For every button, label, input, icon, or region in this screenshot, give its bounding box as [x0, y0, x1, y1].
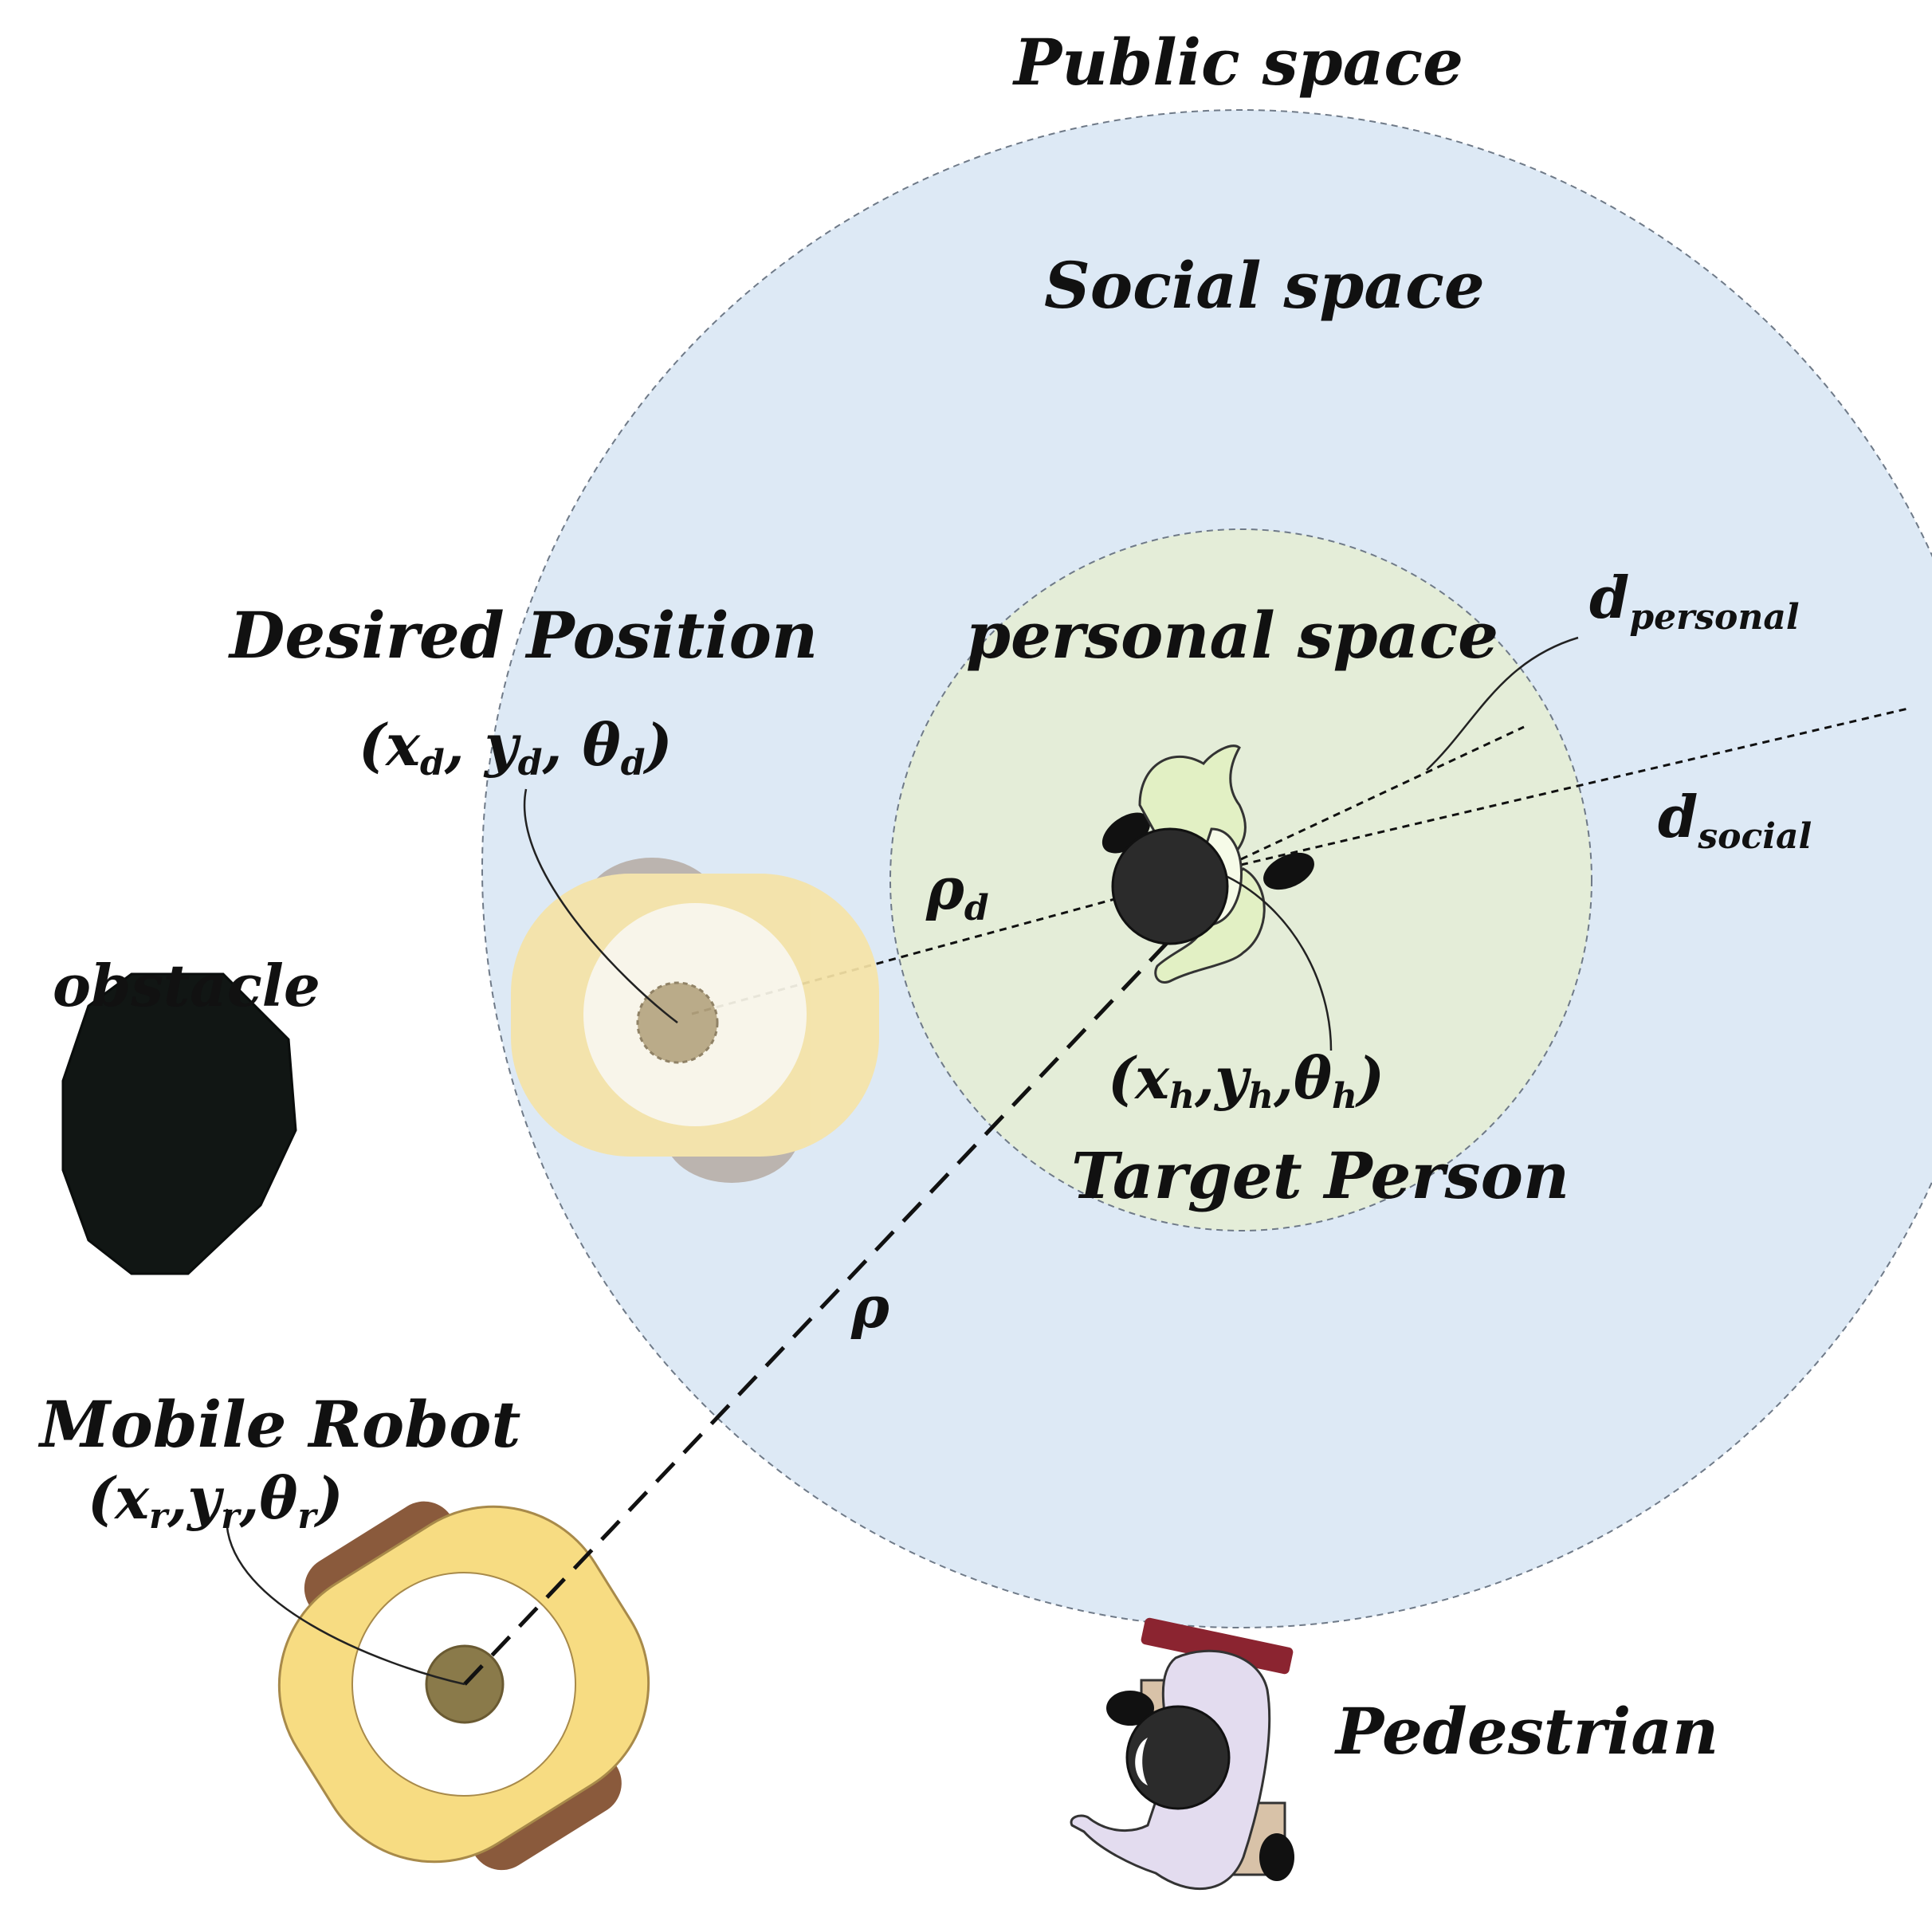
- obstacle-label: obstacle: [53, 952, 320, 1019]
- pedestrian-label: Pedestrian: [1334, 1694, 1718, 1769]
- pedestrian-shoe-left: [1106, 1691, 1154, 1726]
- d-personal-base: d: [1589, 564, 1629, 631]
- target-pose-y: y: [1213, 1044, 1251, 1112]
- pedestrian-board: [1141, 1617, 1294, 1675]
- rho-label: ρ: [850, 1273, 890, 1341]
- d-personal-line: [1240, 725, 1525, 861]
- rho-d-label: ρd: [925, 854, 989, 929]
- mobile-robot-pose: (xr,yr,θr): [88, 1464, 344, 1537]
- robot-pose-ys: r: [221, 1496, 242, 1537]
- target-pose-ts: h: [1332, 1076, 1357, 1117]
- desired-position-robot: [511, 858, 879, 1183]
- desired-pose-leader: [523, 788, 678, 1023]
- robot-pose-leader: [226, 1508, 465, 1686]
- obstacle-shape: [61, 972, 297, 1275]
- target-pose-xs: h: [1169, 1076, 1195, 1117]
- target-pose-sep2: ,: [1273, 1044, 1294, 1112]
- robot-pose-sep1: ,: [167, 1464, 187, 1532]
- d-social-label: dsocial: [1658, 783, 1812, 857]
- pedestrian-shoe-right: [1259, 1833, 1294, 1881]
- target-person-pose: (xh,yh,θh): [1108, 1044, 1384, 1117]
- desired-pose-ts: d: [621, 743, 646, 784]
- mobile-robot-title: Mobile Robot: [37, 1387, 521, 1462]
- pedestrian-head: [1125, 1705, 1231, 1810]
- pedestrian-face: [1135, 1738, 1148, 1785]
- target-shoe-right: [1263, 852, 1314, 890]
- desired-pose-sep1: ,: [444, 711, 485, 779]
- robot-pose-t: θ: [259, 1464, 297, 1532]
- d-social-sub: social: [1697, 816, 1812, 857]
- desired-position-pose: (xd, yd, θd): [359, 711, 673, 784]
- robot-pose-close: ): [314, 1464, 344, 1532]
- desired-pose-y: y: [483, 711, 521, 779]
- d-personal-label: dpersonal: [1589, 564, 1800, 638]
- desired-pose-open: (: [359, 711, 388, 779]
- social-space-label: Social space: [1044, 248, 1485, 323]
- target-pose-ys: h: [1248, 1076, 1274, 1117]
- d-personal-sub: personal: [1629, 597, 1799, 638]
- pedestrian: [1070, 1617, 1294, 1891]
- target-person-title: Target Person: [1071, 1138, 1569, 1213]
- target-pose-sep1: ,: [1194, 1044, 1215, 1112]
- rho-d-sub: d: [964, 888, 989, 929]
- target-head: [1111, 827, 1229, 945]
- desired-pose-x: x: [384, 711, 421, 779]
- robot-pose-open: (: [88, 1464, 117, 1532]
- target-person: [1101, 744, 1314, 984]
- desired-position-title: Desired Position: [228, 598, 818, 673]
- desired-pose-close: ): [642, 711, 672, 779]
- robot-pose-ts: r: [297, 1496, 318, 1537]
- rho-d-base: ρ: [925, 854, 965, 922]
- robot-pose-xs: r: [149, 1496, 170, 1537]
- desired-pose-t: θ: [583, 711, 621, 779]
- robot-pose-y: y: [186, 1464, 224, 1532]
- desired-pose-ys: d: [518, 743, 543, 784]
- rho-line: [463, 863, 1243, 1686]
- desired-pose-xs: d: [420, 743, 445, 784]
- target-pose-x: x: [1133, 1044, 1170, 1112]
- target-pose-close: ): [1355, 1044, 1384, 1112]
- robot-pose-sep2: ,: [238, 1464, 259, 1532]
- robot-pose-x: x: [113, 1464, 150, 1532]
- personal-space-label: personal space: [966, 598, 1498, 673]
- public-space-label: Public space: [1012, 25, 1463, 100]
- d-social-base: d: [1658, 783, 1698, 850]
- d-personal-leader: [1426, 636, 1579, 771]
- target-pose-t: θ: [1294, 1044, 1332, 1112]
- target-pose-open: (: [1108, 1044, 1137, 1112]
- target-pose-leader: [1227, 875, 1333, 1051]
- desired-pose-sep2: ,: [542, 711, 583, 779]
